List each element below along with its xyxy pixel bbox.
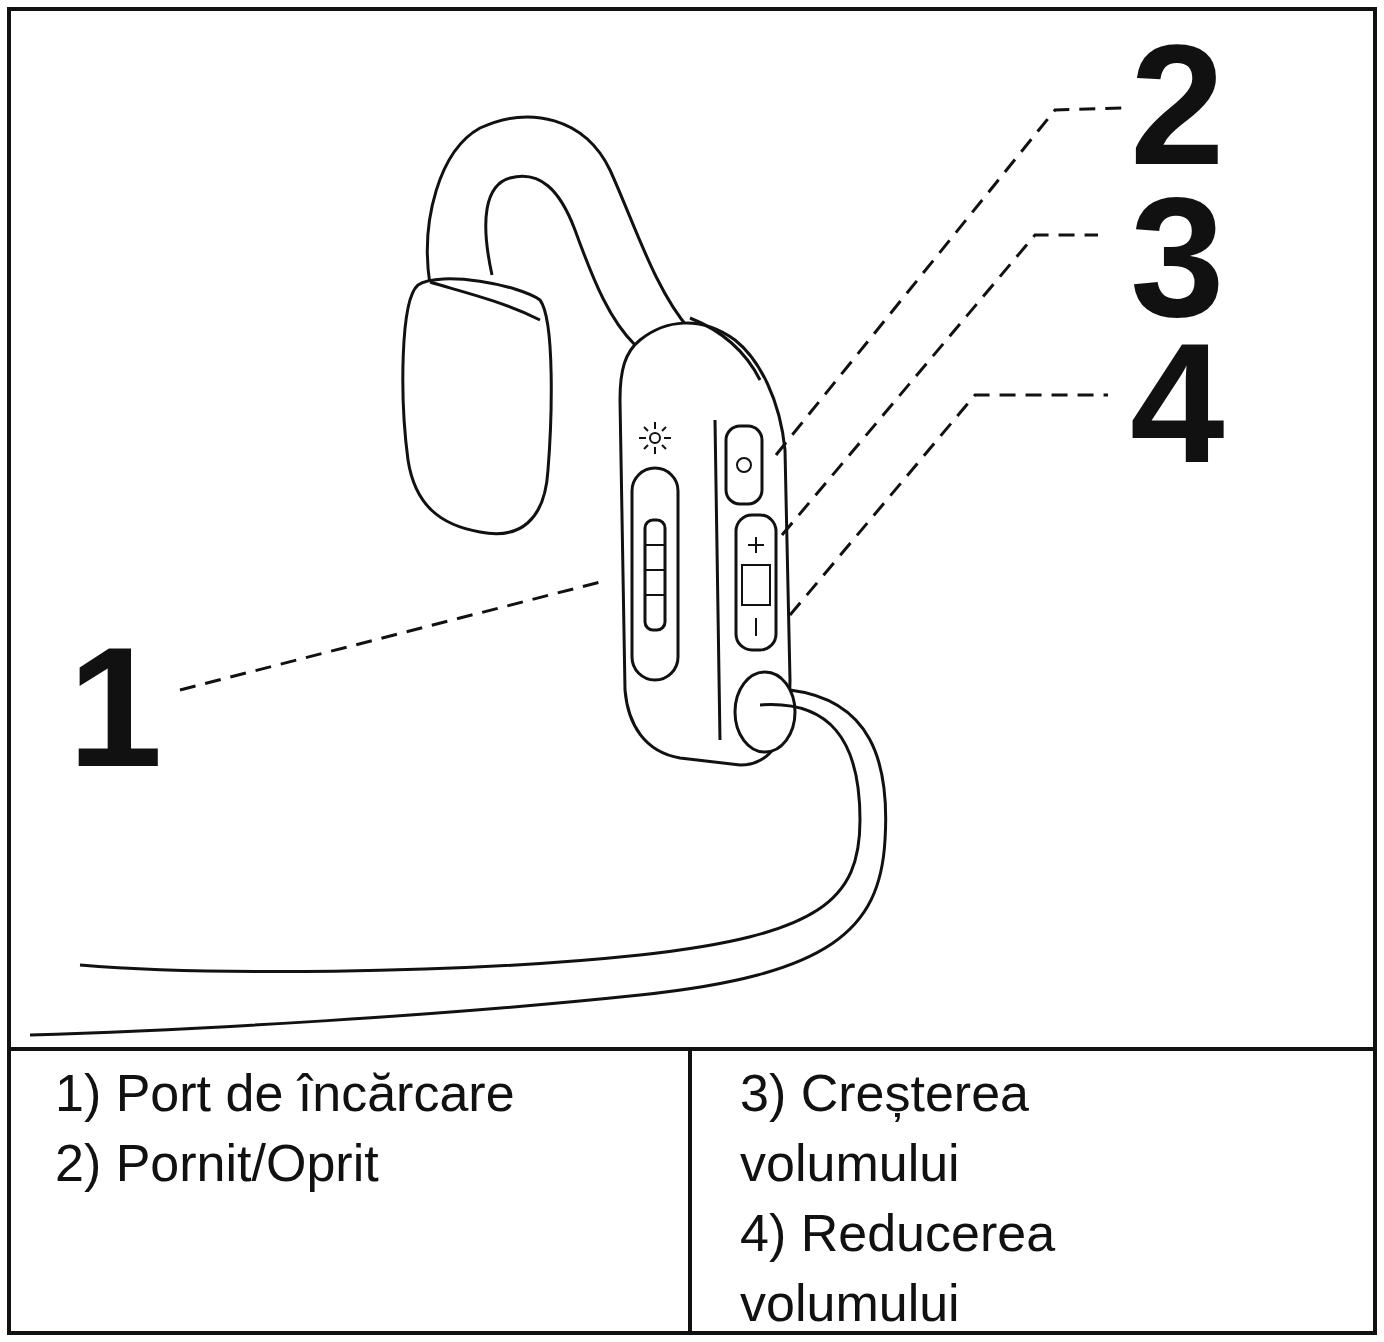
leader-line <box>782 235 1098 535</box>
callout-number: 3 <box>1130 172 1221 342</box>
housing-edge <box>690 318 760 380</box>
power-button <box>726 426 762 504</box>
charging-contacts <box>645 520 665 630</box>
cable-collar <box>735 672 795 752</box>
led-symbol <box>639 422 671 454</box>
table-cell: 3) Creșterea volumului <box>740 1058 1180 1198</box>
ear-pad-edge <box>430 282 540 320</box>
table-divider <box>688 1049 692 1333</box>
table-cell: 4) Reducerea volumului <box>740 1198 1180 1338</box>
callout-number: 4 <box>1130 318 1221 488</box>
volume-rocker <box>736 515 776 650</box>
housing-side-edge <box>715 420 720 740</box>
ear-pad <box>403 279 551 534</box>
table-cell: 1) Port de încărcare <box>55 1058 515 1128</box>
callout-number: 1 <box>68 622 159 792</box>
leader-line <box>776 108 1122 455</box>
frame <box>9 9 1375 1333</box>
charging-port <box>632 468 678 680</box>
leader-line <box>790 395 1108 615</box>
callout-number: 2 <box>1130 20 1221 190</box>
table-cell: 2) Pornit/Oprit <box>55 1128 379 1198</box>
leader-line <box>180 580 608 690</box>
cable <box>80 705 860 972</box>
